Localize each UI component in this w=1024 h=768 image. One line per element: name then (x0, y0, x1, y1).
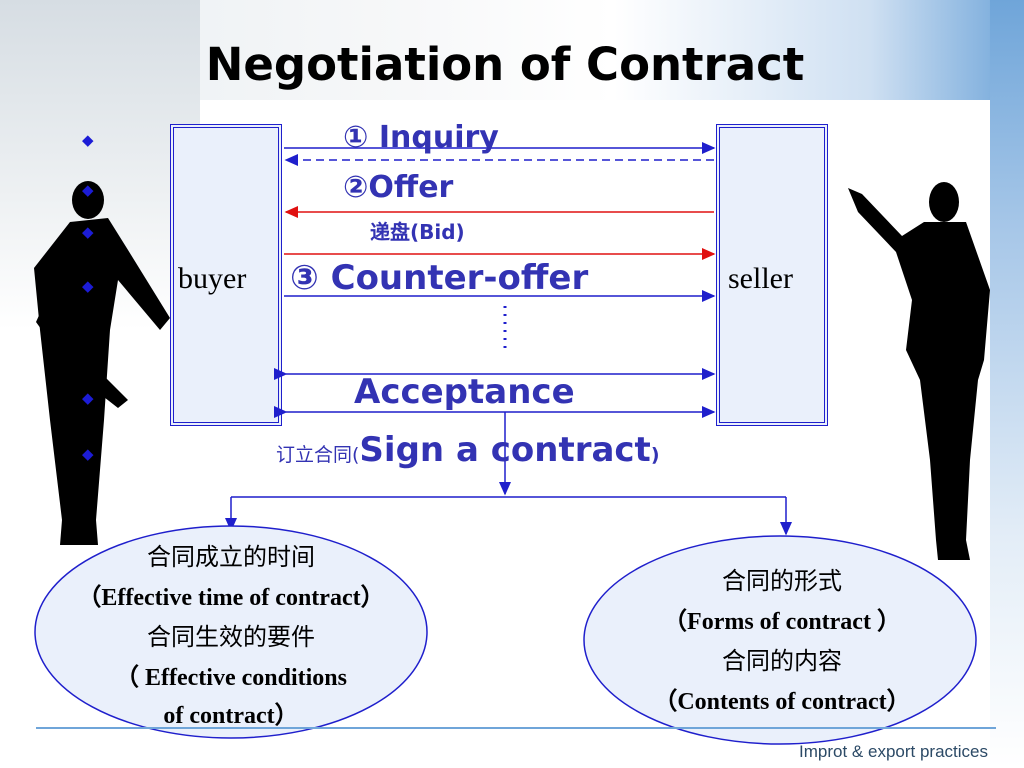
sign-close-text: ) (650, 444, 660, 466)
step-acceptance: Acceptance (354, 372, 575, 412)
effective-conditions-en-1: （ Effective conditions (115, 665, 347, 691)
footer-divider (36, 727, 996, 729)
bid-en-text: (Bid) (410, 220, 465, 244)
seller-box (716, 124, 828, 426)
seller-silhouette-icon (848, 182, 990, 560)
bullet-icon: ◆ (82, 224, 94, 241)
outcome-left-ellipse (34, 525, 428, 739)
forms-en: （Forms of contract ） (663, 609, 901, 635)
outcome-right-text: 合同的形式 （Forms of contract ） 合同的内容 （Conten… (584, 562, 980, 722)
effective-time-cn: 合同成立的时间 (147, 545, 315, 571)
step-inquiry: ① Inquiry (343, 120, 499, 155)
footer-caption: Improt & export practices (799, 742, 988, 761)
step-sign-contract: 订立合同(Sign a contract) (276, 430, 660, 470)
outcome-right-ellipse (583, 535, 977, 745)
bullet-icon: ◆ (82, 132, 94, 149)
bid-cn-text: 递盘 (370, 220, 410, 244)
bullet-icon: ◆ (82, 278, 94, 295)
outcome-left-text: 合同成立的时间 （Effective time of contract） 合同生… (30, 538, 432, 734)
buyer-box (170, 124, 282, 426)
effective-time-en: （Effective time of contract） (77, 585, 385, 611)
right-decor-strip (990, 0, 1024, 768)
bullet-icon: ◆ (82, 182, 94, 199)
sign-en-text: Sign a contract (359, 430, 651, 470)
slide-title: Negotiation of Contract (205, 38, 805, 91)
contents-en: （Contents of contract） (653, 689, 911, 715)
forms-cn: 合同的形式 (722, 569, 842, 595)
effective-conditions-cn: 合同生效的要件 (147, 625, 315, 651)
seller-label: seller (728, 262, 793, 295)
buyer-silhouette-icon (34, 181, 170, 545)
step-offer: ②Offer (343, 170, 454, 205)
step-bid: 递盘(Bid) (370, 216, 465, 245)
effective-conditions-en-2: of contract） (163, 703, 299, 729)
sign-cn-text: 订立合同( (276, 444, 360, 466)
bullet-icon: ◆ (82, 446, 94, 463)
step-counter-offer: ③ Counter-offer (290, 258, 589, 298)
buyer-label: buyer (178, 262, 247, 295)
contents-cn: 合同的内容 (722, 649, 842, 675)
bullet-icon: ◆ (82, 390, 94, 407)
